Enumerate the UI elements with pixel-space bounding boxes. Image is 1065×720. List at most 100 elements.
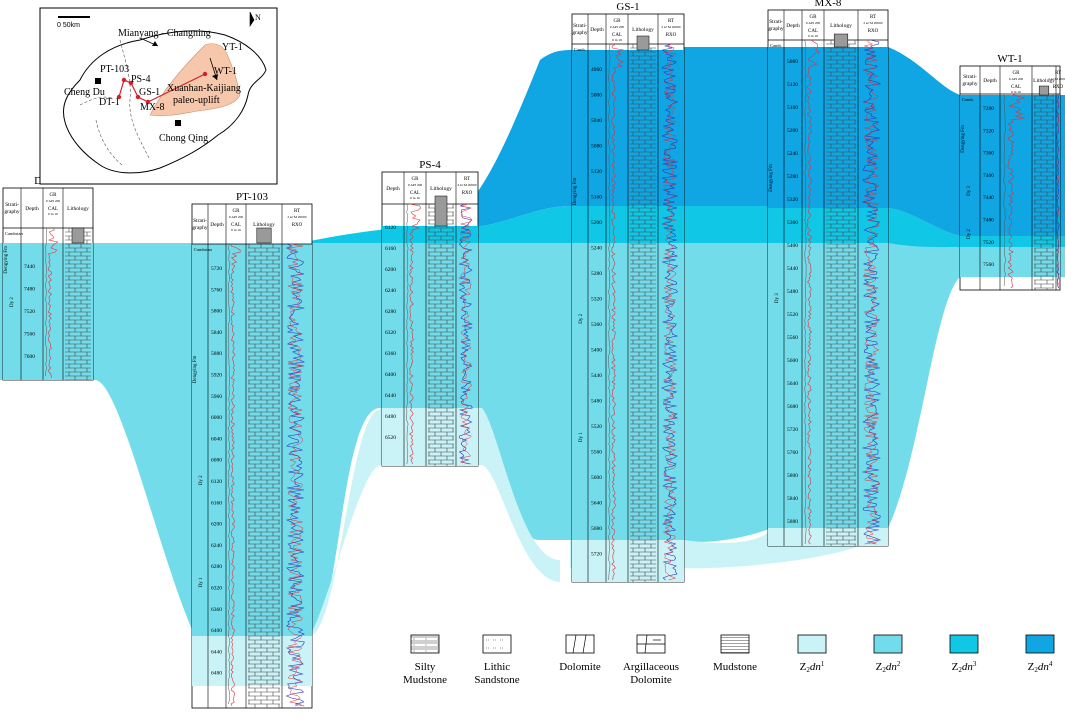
unit-label: Dengying Fm: [573, 178, 578, 206]
header-api: 0 API 200: [610, 25, 624, 29]
depth-label: 5200: [591, 220, 602, 226]
map-well-point: [121, 77, 127, 83]
unit-label: Dy 2: [10, 297, 15, 307]
gr-curve: [47, 227, 59, 379]
depth-label: 6160: [211, 500, 222, 506]
depth-label: 5720: [211, 266, 222, 272]
lithic-label-2: Sandstone: [474, 674, 519, 686]
chengdu-marker: [95, 78, 101, 84]
rxo-curve: [662, 43, 677, 581]
header-depth: Depth: [786, 23, 800, 29]
header-rt-scale: 2 Ω·M 20000: [457, 183, 476, 187]
label-xuanhan-2: paleo-uplift: [173, 95, 220, 106]
legend-mudstone: Mudstone: [713, 634, 757, 673]
header-rxo: RXO: [462, 191, 473, 196]
unit-label: Dengying Fm: [4, 246, 9, 274]
top-unit-label: Camb.: [770, 43, 782, 48]
rxo-curve: [863, 39, 880, 545]
header-rxo: RXO: [868, 29, 879, 34]
legend: Silty Mudstone Lithic Sandstone Dolomite…: [403, 634, 1055, 686]
depth-label: 5440: [591, 373, 602, 379]
header-depth: Depth: [590, 27, 604, 33]
header-cal-scale: 6 in 16: [808, 34, 818, 38]
cal-curve: [608, 43, 611, 581]
top-unit-label: Cambrian: [194, 247, 212, 252]
depth-label: 7360: [983, 151, 994, 157]
map-well-point: [128, 80, 134, 86]
well-name: PT-103: [236, 191, 268, 203]
label-yt1: YT-1: [222, 42, 243, 53]
depth-label: 5480: [787, 289, 798, 295]
header-strat-2: graphy: [962, 81, 978, 87]
cal-curve: [804, 39, 807, 545]
unit-label: Dengying Fm: [193, 355, 198, 383]
depth-label: 5280: [787, 174, 798, 180]
depth-label: 7440: [983, 195, 994, 201]
header-rt-scale: 2 Ω·M 20000: [661, 25, 680, 29]
depth-label: 5120: [787, 82, 798, 88]
depth-label: 5760: [787, 450, 798, 456]
header-strat-1: Strati-: [5, 202, 19, 208]
unit-label: Dy 2: [967, 229, 972, 239]
well-points: [116, 71, 208, 105]
map-well-point: [135, 94, 141, 100]
cal-curve: [406, 203, 409, 465]
depth-label: 6360: [385, 351, 396, 357]
header-lithology: Lithology: [67, 206, 89, 212]
depth-label: 5920: [211, 373, 222, 379]
well-name: PS-4: [419, 159, 441, 171]
depth-label: 5400: [787, 243, 798, 249]
zone-swatch-dn2: [873, 634, 903, 654]
depth-label: 6320: [211, 586, 222, 592]
depth-label: 6120: [385, 225, 396, 231]
cal-curve: [45, 227, 48, 377]
dolomite-label: Dolomite: [559, 661, 601, 673]
header-rt: RT: [294, 209, 300, 214]
header-depth: Depth: [25, 206, 39, 212]
zone-swatch-dn1: [797, 634, 827, 654]
lithology-dolomite: [65, 228, 91, 380]
argillaceous-label-1: Argillaceous: [623, 661, 679, 673]
depth-label: 5680: [787, 404, 798, 410]
gr-curve: [230, 243, 241, 707]
depth-label: 5680: [591, 526, 602, 532]
depth-label: 5320: [787, 197, 798, 203]
lithic-label-1: Lithic: [484, 661, 510, 673]
header-gr: GR: [412, 177, 420, 182]
header-strat-1: Strati-: [963, 74, 977, 80]
header-depth: Depth: [386, 186, 400, 192]
gr-curve: [409, 203, 421, 465]
top-unit-label: Cambrian: [5, 231, 23, 236]
band-dn1-left: [195, 410, 380, 636]
header-rt: RT: [870, 15, 876, 20]
label-wt1: WT-1: [214, 66, 237, 77]
depth-label: 7320: [983, 128, 994, 134]
lithology-mudstone-cap: [256, 227, 272, 244]
depth-label: 5360: [787, 220, 798, 226]
depth-label: 5600: [787, 358, 798, 364]
well-route-line: [118, 73, 206, 103]
depth-label: 6040: [211, 436, 222, 442]
paleo-uplift-area: [149, 43, 241, 117]
depth-label: 5200: [787, 128, 798, 134]
depth-label: 7480: [983, 218, 994, 224]
depth-label: 5160: [591, 195, 602, 201]
header-lithology: Lithology: [1033, 78, 1055, 84]
depth-label: 5560: [591, 450, 602, 456]
depth-label: 6000: [211, 415, 222, 421]
depth-label: 6120: [211, 479, 222, 485]
label-gs1: GS-1: [139, 87, 160, 98]
gr-curve: [610, 43, 625, 581]
header-api: 0 API 200: [806, 21, 820, 25]
depth-label: 4960: [591, 67, 602, 73]
depth-label: 7480: [24, 287, 35, 293]
depth-label: 7440: [24, 264, 35, 270]
zone-label-dn1: Z2dn1: [800, 660, 825, 674]
header-api: 0 API 200: [1009, 77, 1023, 81]
label-chongqing: Chong Qing: [159, 133, 208, 144]
legend-lithic-sandstone: Lithic Sandstone: [474, 634, 520, 686]
